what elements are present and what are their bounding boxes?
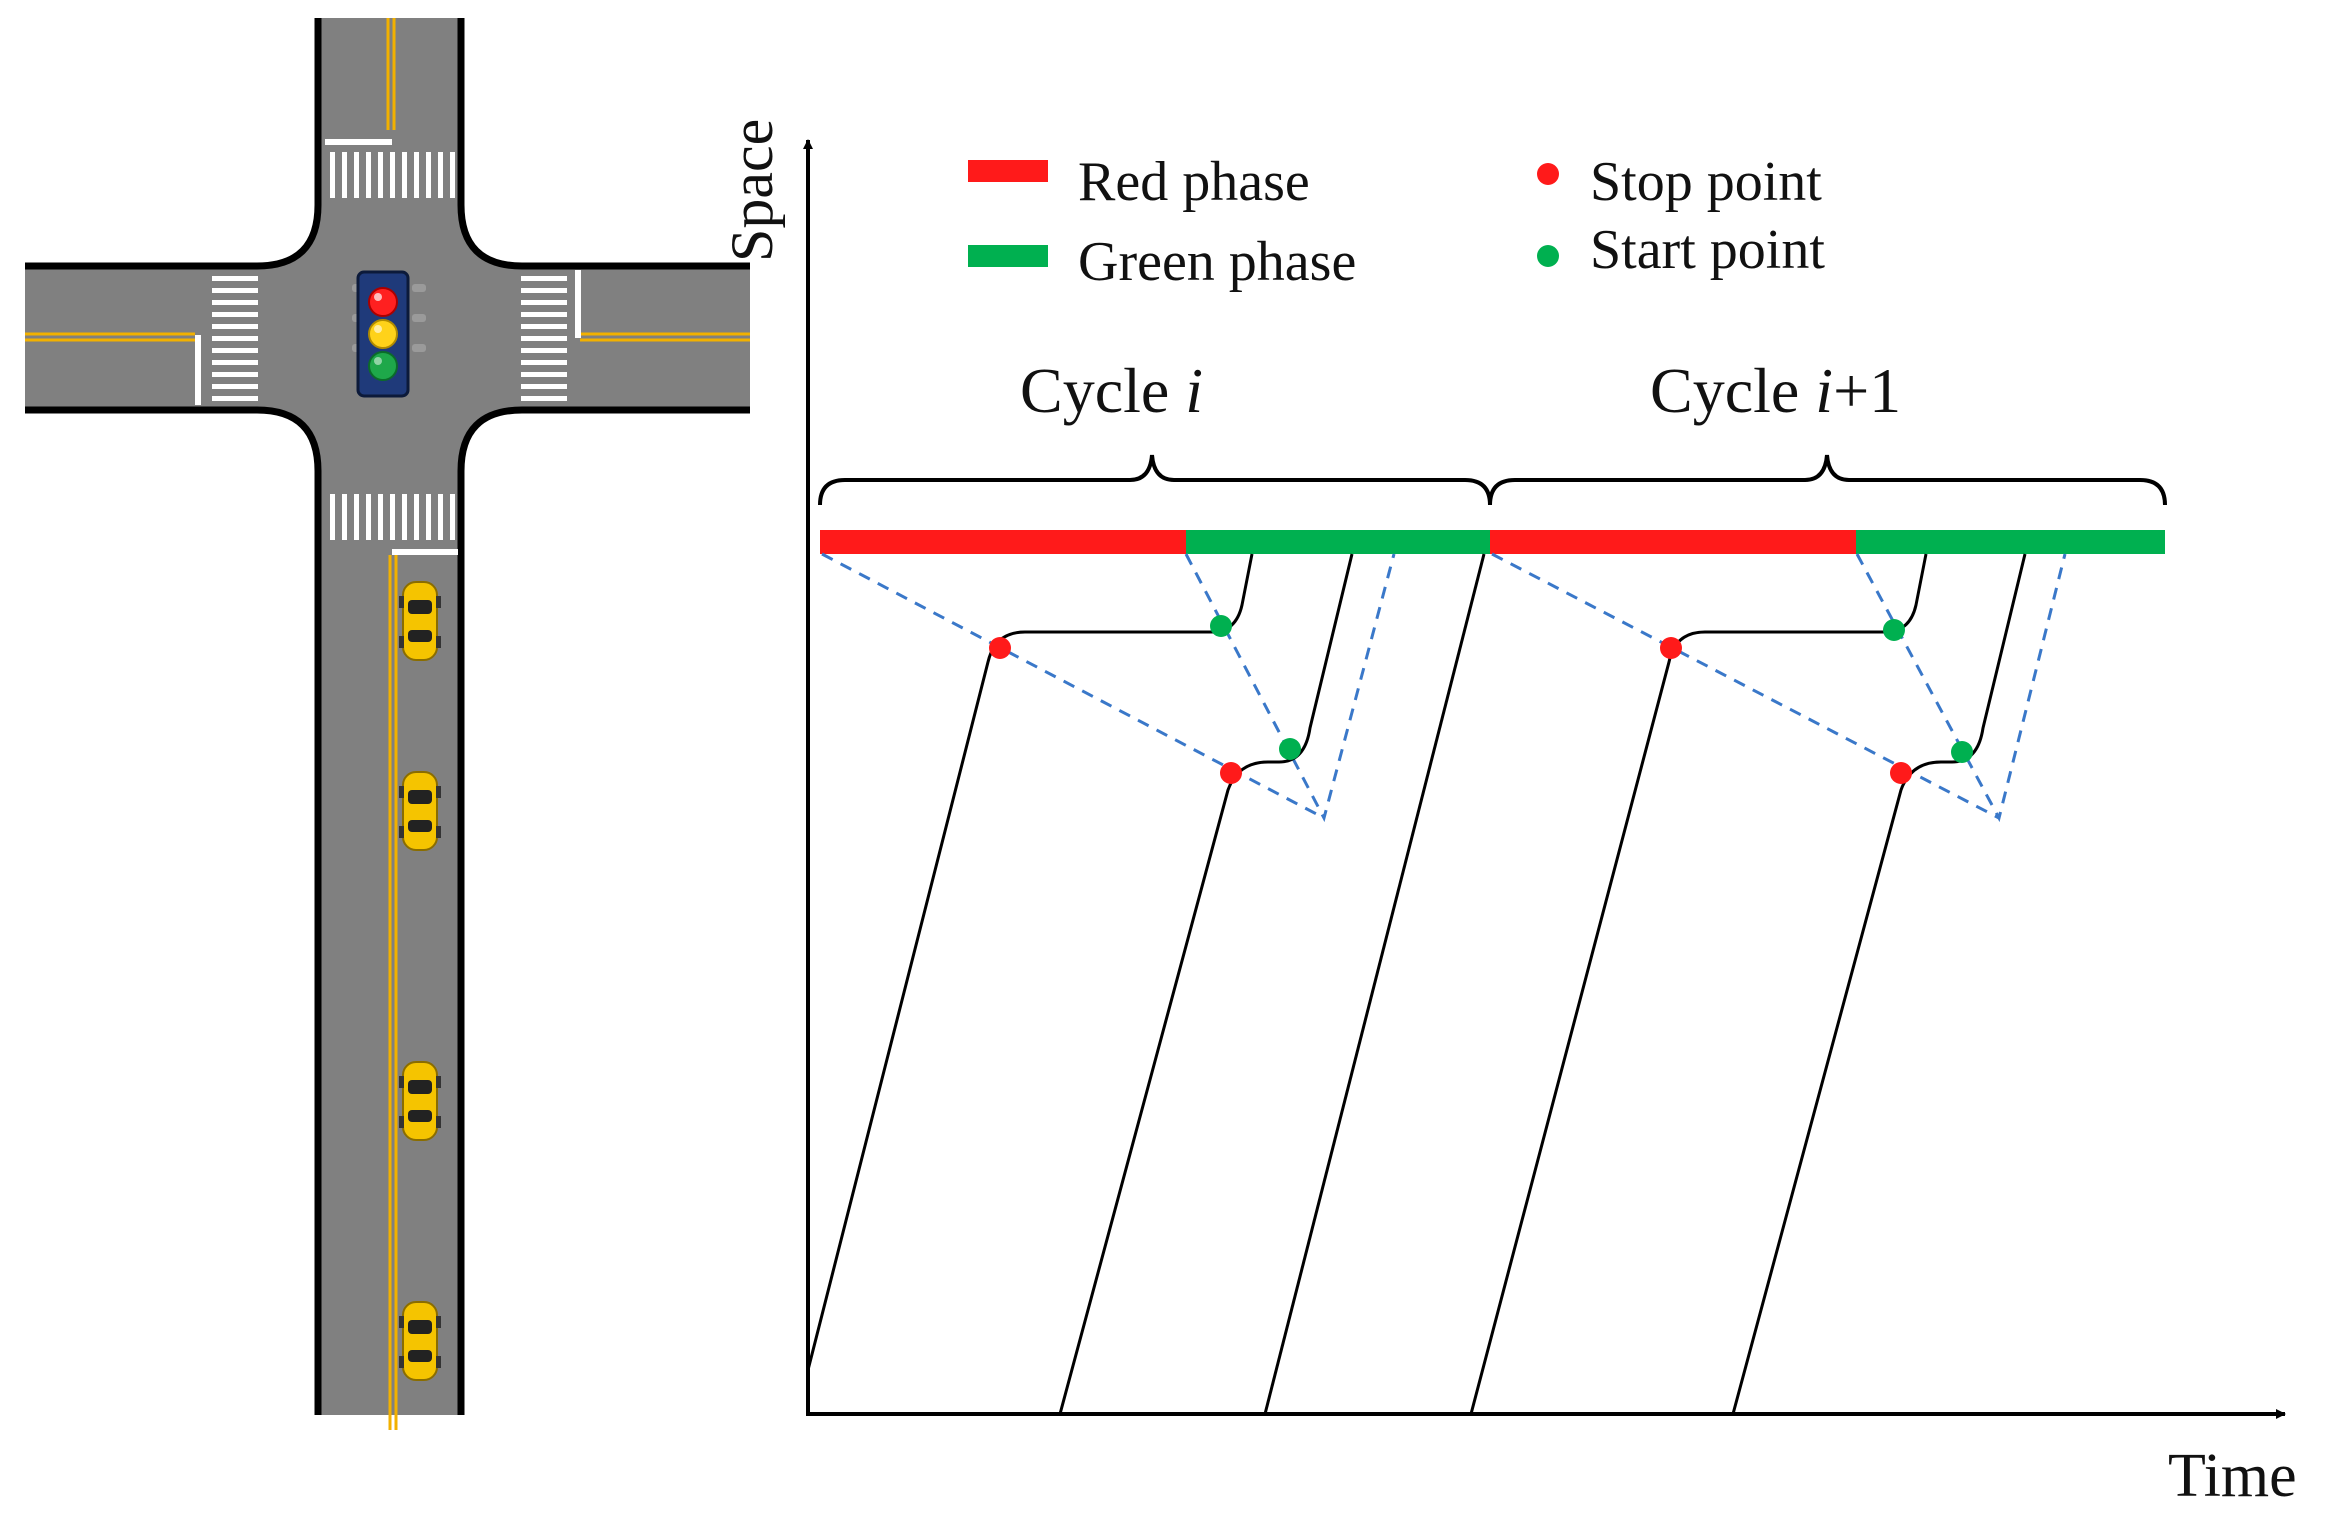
queue-discharge-wave-cycle-i <box>1184 553 1396 823</box>
car-icon <box>399 1301 441 1381</box>
legend-start-point-label: Start point <box>1590 219 1825 281</box>
cycle-i-red-phase <box>820 530 1186 554</box>
trajectory-3 <box>1263 553 1486 1415</box>
time-axis-label: Time <box>2168 1442 2297 1510</box>
cycle-i-plus-1-brace <box>1488 454 2167 506</box>
legend-red-phase-label: Red phase <box>1078 151 1310 213</box>
road-edges <box>25 18 750 1415</box>
car-icon <box>399 1061 441 1141</box>
stop-point-marker <box>1660 637 1682 659</box>
start-point-marker <box>1210 615 1232 637</box>
start-point-marker <box>1279 738 1301 760</box>
time-space-diagram: Space Time Red phase Green phase Stop po… <box>719 119 2297 1510</box>
cycle-i-label: Cycle i <box>1020 355 1203 426</box>
intersection-illustration <box>25 18 750 1430</box>
cycle-i-green-phase <box>1186 530 1490 554</box>
car-icon <box>399 581 441 661</box>
vehicle-queue <box>399 581 441 1381</box>
queue-discharge-wave-cycle-i-plus-1 <box>1855 553 2067 823</box>
legend-red-phase-swatch <box>968 160 1048 182</box>
stop-point-marker <box>1890 762 1912 784</box>
stop-point-marker <box>1220 762 1242 784</box>
legend-green-phase-label: Green phase <box>1078 231 1356 293</box>
lane-markings <box>25 18 750 1430</box>
vehicle-trajectories <box>806 553 2027 1415</box>
cycle-i-plus-1-green-phase <box>1856 530 2165 554</box>
legend-start-point-marker <box>1537 245 1559 267</box>
crosswalk-south <box>330 494 455 540</box>
crosswalk-north <box>330 152 455 198</box>
shockwave-lines <box>821 552 2067 823</box>
cycle-i-brace <box>818 454 1492 506</box>
cycle-i-plus-1-red-phase <box>1490 530 1856 554</box>
car-icon <box>399 771 441 851</box>
queue-formation-wave-cycle-i <box>821 552 1325 820</box>
start-point-marker <box>1883 619 1905 641</box>
crosswalk-west <box>212 276 258 401</box>
trajectory-2 <box>1058 553 1354 1415</box>
queue-formation-wave-cycle-i-plus-1 <box>1491 552 2000 820</box>
trajectory-events <box>989 615 1973 784</box>
start-point-marker <box>1951 741 1973 763</box>
space-axis-label: Space <box>719 119 785 262</box>
legend-stop-point-label: Stop point <box>1590 151 1822 213</box>
road-surface <box>25 18 750 1415</box>
traffic-light-icon <box>352 270 426 398</box>
signal-phase-bar <box>820 530 2165 554</box>
legend-green-phase-swatch <box>968 245 1048 267</box>
trajectory-1 <box>806 553 1254 1371</box>
cycle-i-plus-1-label: Cycle i+1 <box>1650 355 1901 426</box>
trajectory-5 <box>1731 553 2027 1415</box>
trajectory-4 <box>1469 553 1928 1415</box>
legend-stop-point-marker <box>1537 163 1559 185</box>
crosswalk-east <box>521 276 567 401</box>
stop-lines <box>195 139 581 555</box>
legend: Red phase Green phase Stop point Start p… <box>968 151 1825 293</box>
stop-point-marker <box>989 637 1011 659</box>
